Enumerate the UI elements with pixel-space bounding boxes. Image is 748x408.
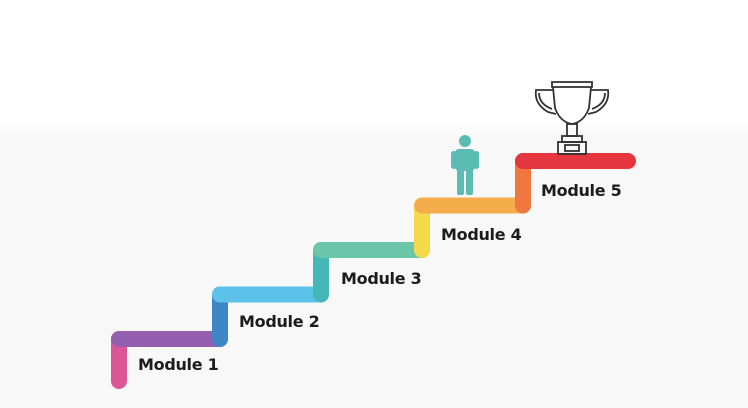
module-label-1: Module 1 [138, 355, 219, 374]
person-icon [451, 135, 479, 195]
module-label-3: Module 3 [341, 269, 422, 288]
module-label-4: Module 4 [441, 225, 522, 244]
module-label-2: Module 2 [239, 312, 320, 331]
module-label-5: Module 5 [541, 181, 622, 200]
trophy-icon [534, 81, 610, 155]
